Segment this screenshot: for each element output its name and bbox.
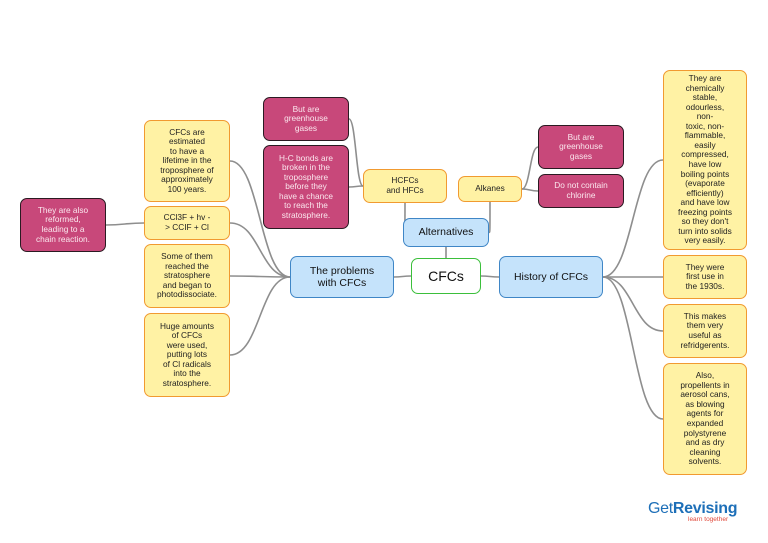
note-hc-bonds[interactable]: H-C bonds are broken in the troposphere … xyxy=(263,145,349,229)
note-propellents[interactable]: Also, propellents in aerosol cans, as bl… xyxy=(663,363,747,475)
note-lifetime-text: CFCs are estimated to have a lifetime in… xyxy=(160,126,214,194)
branch-problems-label: The problems with CFCs xyxy=(309,264,375,289)
note-first-use-text: They were first use in the 1930s. xyxy=(685,261,725,291)
note-reached[interactable]: Some of them reached the stratosphere an… xyxy=(144,244,230,308)
connector-8 xyxy=(602,276,664,420)
note-lifetime[interactable]: CFCs are estimated to have a lifetime in… xyxy=(144,120,230,202)
note-reached-text: Some of them reached the stratosphere an… xyxy=(157,251,217,300)
getrevising-logo: GetRevising learn together xyxy=(648,500,758,523)
note-alkane-greenhouse-text: But are greenhouse gases xyxy=(559,131,603,161)
logo-wordmark: GetRevising xyxy=(648,500,758,518)
note-reformed[interactable]: They are also reformed, leading to a cha… xyxy=(20,198,106,252)
connector-2 xyxy=(229,275,291,278)
note-amounts-text: Huge amounts of CFCs were used, putting … xyxy=(160,320,214,388)
node-hcfcs-label: HCFCs and HFCs xyxy=(386,175,424,195)
note-reformed-text: They are also reformed, leading to a cha… xyxy=(36,204,90,244)
logo-brand-bold: Revising xyxy=(672,500,738,517)
note-refrigerants-text: This makes them very useful as refridger… xyxy=(680,310,730,350)
branch-history[interactable]: History of CFCs xyxy=(499,256,603,298)
connector-0 xyxy=(229,160,291,278)
note-amounts[interactable]: Huge amounts of CFCs were used, putting … xyxy=(144,313,230,397)
connector-17 xyxy=(480,275,500,278)
note-no-chlorine-text: Do not contain chlorine xyxy=(554,180,608,200)
central-topic-cfcs[interactable]: CFCs xyxy=(411,258,481,294)
connector-5 xyxy=(602,159,664,278)
note-no-chlorine[interactable]: Do not contain chlorine xyxy=(538,174,624,208)
node-hcfcs-hfcs[interactable]: HCFCs and HFCs xyxy=(363,169,447,203)
central-topic-label: CFCs xyxy=(428,267,464,284)
connector-4 xyxy=(105,222,145,226)
branch-alternatives-label: Alternatives xyxy=(418,226,474,239)
note-hcfc-greenhouse-text: But are greenhouse gases xyxy=(284,103,328,133)
connector-11 xyxy=(521,146,539,190)
connector-14 xyxy=(488,201,491,234)
branch-history-label: History of CFCs xyxy=(513,270,589,283)
branch-alternatives[interactable]: Alternatives xyxy=(403,218,489,247)
logo-brand-light: Get xyxy=(648,500,673,517)
note-properties[interactable]: They are chemically stable, odourless, n… xyxy=(663,70,747,250)
connector-16 xyxy=(393,275,412,278)
node-alkanes[interactable]: Alkanes xyxy=(458,176,522,202)
branch-problems[interactable]: The problems with CFCs xyxy=(290,256,394,298)
note-hcfc-greenhouse[interactable]: But are greenhouse gases xyxy=(263,97,349,141)
note-properties-text: They are chemically stable, odourless, n… xyxy=(678,73,732,246)
connector-7 xyxy=(602,276,664,332)
note-alkane-greenhouse[interactable]: But are greenhouse gases xyxy=(538,125,624,169)
connector-1 xyxy=(229,222,291,278)
connector-3 xyxy=(229,276,291,356)
note-first-use[interactable]: They were first use in the 1930s. xyxy=(663,255,747,299)
note-reaction[interactable]: CCl3F + hv - > CCIF + Cl xyxy=(144,206,230,240)
note-refrigerants[interactable]: This makes them very useful as refridger… xyxy=(663,304,747,358)
note-propellents-text: Also, propellents in aerosol cans, as bl… xyxy=(680,370,730,467)
logo-tagline: learn together xyxy=(688,516,729,523)
connector-10 xyxy=(348,185,364,188)
connector-9 xyxy=(348,118,364,187)
connector-12 xyxy=(521,188,539,192)
node-alkanes-label: Alkanes xyxy=(475,183,505,194)
note-hc-bonds-text: H-C bonds are broken in the troposphere … xyxy=(279,152,333,220)
note-reaction-text: CCl3F + hv - > CCIF + Cl xyxy=(163,212,211,232)
